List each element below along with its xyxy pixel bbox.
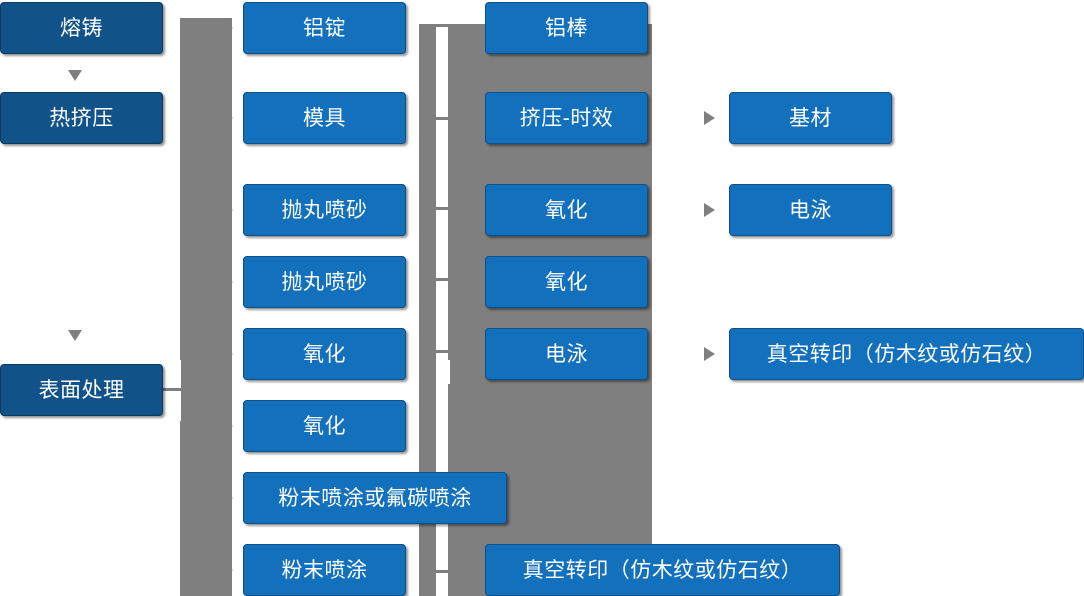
arrow-to-node-shotblast-2 [222,275,233,289]
mid-stub-5 [436,350,450,353]
node-extrusion-aging[interactable]: 挤压-时效 [485,92,648,144]
arrow-to-node-vacuum-transfer [704,347,715,361]
node-mold[interactable]: 模具 [243,92,406,144]
arrow-to-node-oxidation-2 [222,419,233,433]
trunk-notch-2 [163,391,181,421]
node-oxidation-col3-1[interactable]: 氧化 [485,184,648,236]
arrow-to-node-powder-or-fluorocarbon [222,491,233,505]
node-electrophoresis-col3[interactable]: 电泳 [485,328,648,380]
stub-surface-treatment [163,388,183,391]
node-aluminum-ingot[interactable]: 铝锭 [243,2,406,54]
arrow-to-node-base-material [704,111,715,125]
arrow-to-node-powder-coating [222,563,233,577]
node-electrophoresis-col4[interactable]: 电泳 [729,184,892,236]
mid-stub-3 [436,207,450,210]
left-trunk-bar [180,18,232,596]
node-powder-coating[interactable]: 粉末喷涂 [243,544,406,596]
node-oxidation-col3-2[interactable]: 氧化 [485,256,648,308]
node-shotblast-2[interactable]: 抛丸喷砂 [243,256,406,308]
node-vacuum-transfer-bottom[interactable]: 真空转印（仿木纹或仿石纹） [485,544,840,596]
mid-stub-4 [436,278,450,281]
arrow-down-to-surface-treatment [68,330,82,341]
arrow-to-node-mold [222,111,233,125]
node-base-material[interactable]: 基材 [729,92,892,144]
arrow-to-node-shotblast-1 [222,203,233,217]
node-aluminum-rod[interactable]: 铝棒 [485,2,648,54]
mid-stub-2 [436,117,450,120]
node-vacuum-transfer-right[interactable]: 真空转印（仿木纹或仿石纹） [729,328,1084,380]
node-hot-extrusion[interactable]: 热挤压 [0,92,163,144]
mid-gap-1 [436,360,450,384]
node-melting-casting[interactable]: 熔铸 [0,2,163,54]
arrow-to-node-electrophoresis [704,203,715,217]
trunk-notch [163,360,181,388]
node-powder-or-fluorocarbon-coating[interactable]: 粉末喷涂或氟碳喷涂 [243,472,507,524]
mid-narrow-bar [419,24,436,596]
arrow-to-node-oxidation-1 [222,347,233,361]
node-oxidation-col2-1[interactable]: 氧化 [243,328,406,380]
node-shotblast-1[interactable]: 抛丸喷砂 [243,184,406,236]
mid-stub-1 [436,24,450,27]
arrow-down-melt-to-extrude [68,70,82,81]
node-oxidation-col2-2[interactable]: 氧化 [243,400,406,452]
node-surface-treatment[interactable]: 表面处理 [0,364,163,416]
mid-stub-6 [436,570,450,573]
arrow-to-node-aluminum-ingot [222,21,233,35]
